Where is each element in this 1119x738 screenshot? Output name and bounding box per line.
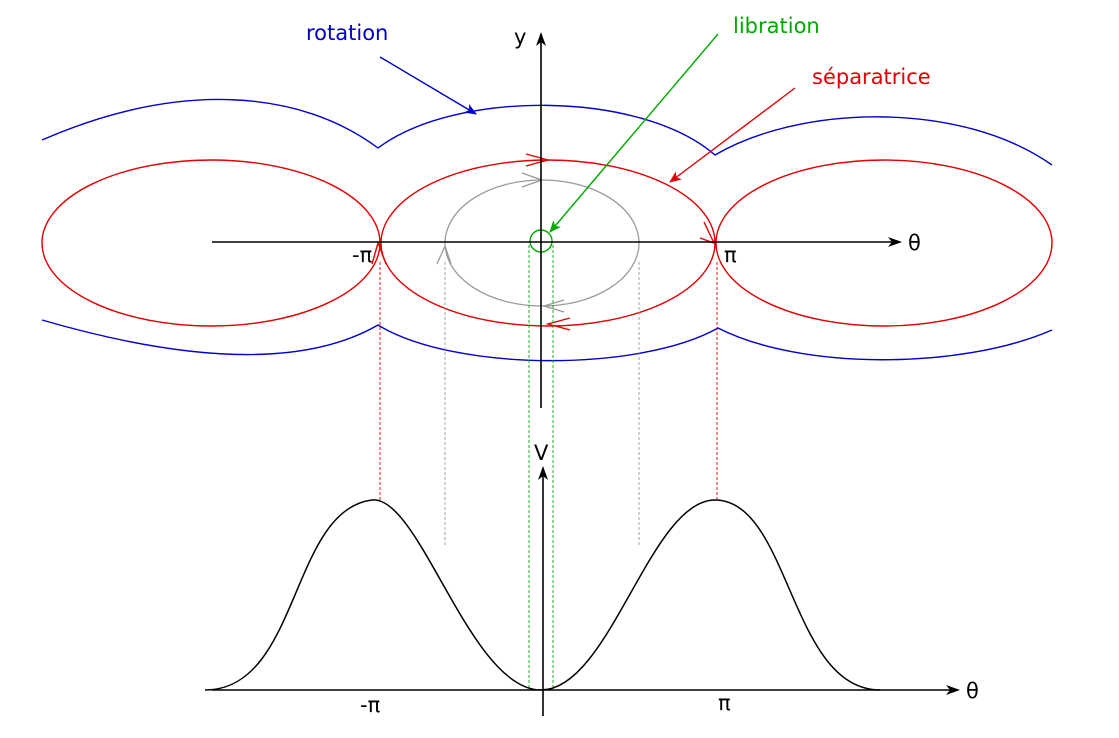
rotation-curve-lower xyxy=(41,319,1053,362)
separatrix-arrow-bottom xyxy=(545,317,571,331)
rotation-curve-upper xyxy=(41,98,1053,166)
separatrix-arrow-left xyxy=(371,240,387,265)
orbit-arrow-bottom xyxy=(541,299,565,313)
separatrix-pointer xyxy=(669,87,796,183)
y-axis-label: y xyxy=(514,25,526,49)
separatrix-center xyxy=(380,159,716,327)
v-axis-label: V xyxy=(534,441,549,465)
separatrix-left xyxy=(41,159,381,327)
separatrix-right xyxy=(715,159,1053,327)
libration-pointer xyxy=(549,33,719,233)
separatrix-arrow-top xyxy=(525,153,551,167)
orbit-arrow-left xyxy=(436,244,452,265)
pi-bottom-label: π xyxy=(718,691,731,715)
pi-top-label: π xyxy=(724,243,737,267)
rotation-label: rotation xyxy=(306,21,388,45)
phase-portrait: rotation libration séparatrice y θ -π π xyxy=(41,14,1053,408)
theta-axis-bottom-label: θ xyxy=(966,679,979,703)
projection-lines xyxy=(379,245,718,690)
theta-axis-top-label: θ xyxy=(908,231,921,255)
neg-pi-bottom-label: -π xyxy=(360,693,381,717)
potential-plot: V θ -π π xyxy=(204,441,979,717)
orbit-arrow-top xyxy=(521,172,544,188)
separatrix-label: séparatrice xyxy=(812,65,931,89)
neg-pi-top-label: -π xyxy=(352,243,373,267)
intermediate-orbit xyxy=(444,179,640,307)
separatrix-arrow-right xyxy=(699,221,716,245)
libration-label: libration xyxy=(733,14,820,38)
rotation-pointer xyxy=(379,56,477,115)
